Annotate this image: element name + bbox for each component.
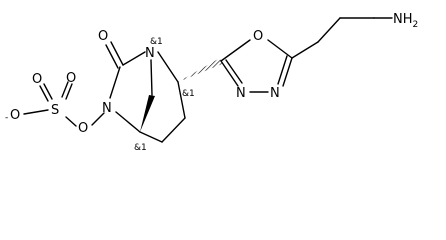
- bond-s-otop1-a: [43, 83, 53, 100]
- bond-oester-s: [65, 116, 77, 127]
- atom-s: S: [51, 103, 59, 118]
- bond-n3-c2-b: [225, 59, 243, 84]
- atom-o-oxadiazole: O: [253, 29, 263, 44]
- amine-subscript: 2: [413, 20, 419, 30]
- bond-nring-ch: [115, 111, 141, 133]
- bond-c5-n4-a: [282, 57, 293, 87]
- carbonyl-double-bond-a: [110, 41, 124, 66]
- charge-minus: -: [5, 113, 8, 123]
- atom-n-oxadiazole-2: N: [236, 86, 246, 101]
- bond-hashed-wedge: [178, 58, 222, 82]
- bond-nbridge-ch: [157, 51, 179, 83]
- bond-c5-ca: [291, 41, 319, 59]
- bond-c5-n4-b: [277, 55, 288, 85]
- stereo-ch-bottom: &1: [134, 143, 147, 153]
- atom-o-s-top1: O: [32, 72, 42, 87]
- atom-n-ring: N: [102, 101, 112, 116]
- bond-c-nring: [109, 66, 121, 99]
- chemical-structure: O N &1 &1 N &1 O S O O O - O N N NH2: [5, 12, 418, 153]
- atom-amine: NH2: [393, 12, 418, 30]
- bond-nbridge-ch2: [150, 59, 153, 96]
- propylamine-bonds: [291, 17, 393, 59]
- atom-n-bridge: N: [145, 46, 155, 61]
- bond-s-otop1-b: [39, 85, 49, 102]
- atom-n-oxadiazole-1: N: [270, 86, 280, 101]
- amine-nh: NH: [393, 12, 413, 27]
- atom-o-ester: O: [78, 121, 88, 136]
- atom-o-s-minus: O: [10, 108, 20, 123]
- bond-c2-o: [220, 39, 251, 62]
- bond-wedge-bottom: [140, 95, 155, 132]
- bond-c-nbridge: [122, 51, 146, 66]
- bond-s-ominus: [23, 109, 49, 115]
- stereo-ch-oxadiazole: &1: [182, 89, 195, 99]
- bond-ch-ch2a: [177, 81, 186, 119]
- stereo-n-bridge: &1: [150, 37, 163, 47]
- atom-o-carbonyl: O: [98, 29, 108, 44]
- bond-n3-c2-a: [220, 60, 239, 87]
- carbonyl-double-bond-b: [105, 44, 119, 69]
- bond-s-otop2-b: [65, 83, 73, 100]
- oxadiazole-bonds: [220, 39, 293, 93]
- bond-ca-cb: [317, 17, 341, 43]
- bond-s-otop2-a: [61, 81, 69, 98]
- sulfate-bonds: [23, 81, 105, 127]
- bicyclic-core-bonds: [105, 41, 186, 143]
- bond-o-c5: [267, 39, 293, 59]
- bond-nring-oester: [91, 112, 105, 126]
- atom-o-s-top2: O: [66, 71, 76, 86]
- bond-ch2a-ch2b: [161, 117, 186, 143]
- bond-ch2b-ch: [139, 131, 163, 143]
